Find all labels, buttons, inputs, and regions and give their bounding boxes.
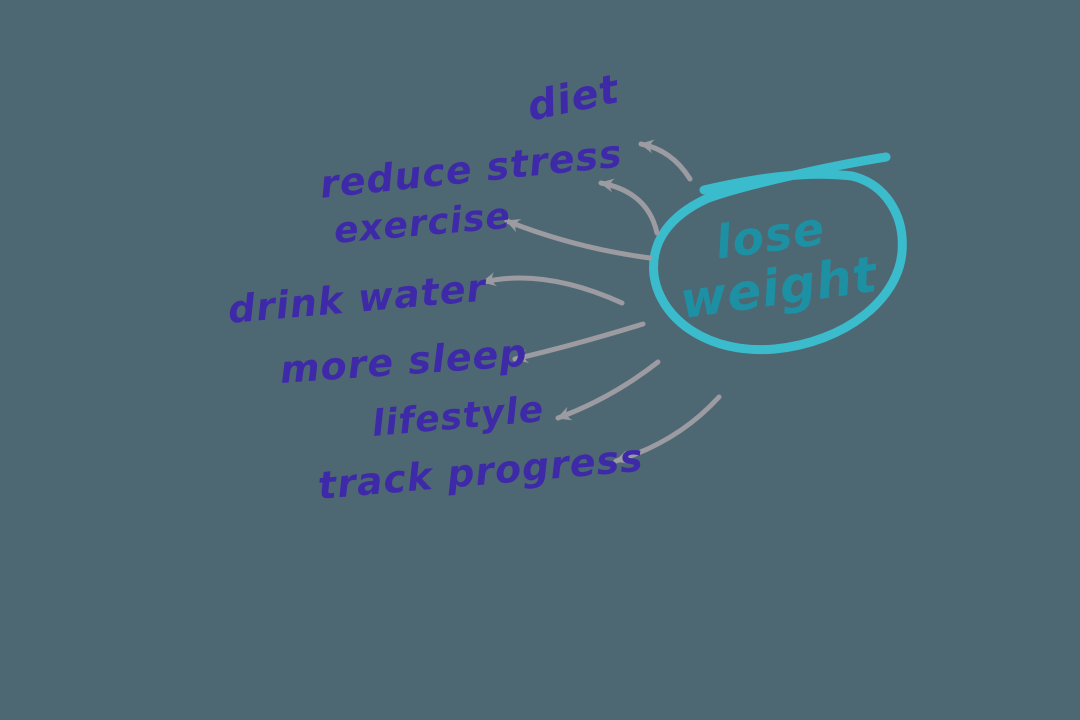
arrow-to-reduce-stress [598, 178, 660, 236]
arrow-to-lifestyle [555, 359, 661, 421]
arrow-to-exercise [504, 218, 653, 261]
arrow-to-drink-water [480, 272, 625, 306]
arrow-to-more-sleep [512, 321, 646, 364]
arrow-to-track-progress [613, 394, 722, 465]
center-topic-circle-icon [649, 152, 907, 355]
arrow-to-diet [638, 139, 693, 182]
